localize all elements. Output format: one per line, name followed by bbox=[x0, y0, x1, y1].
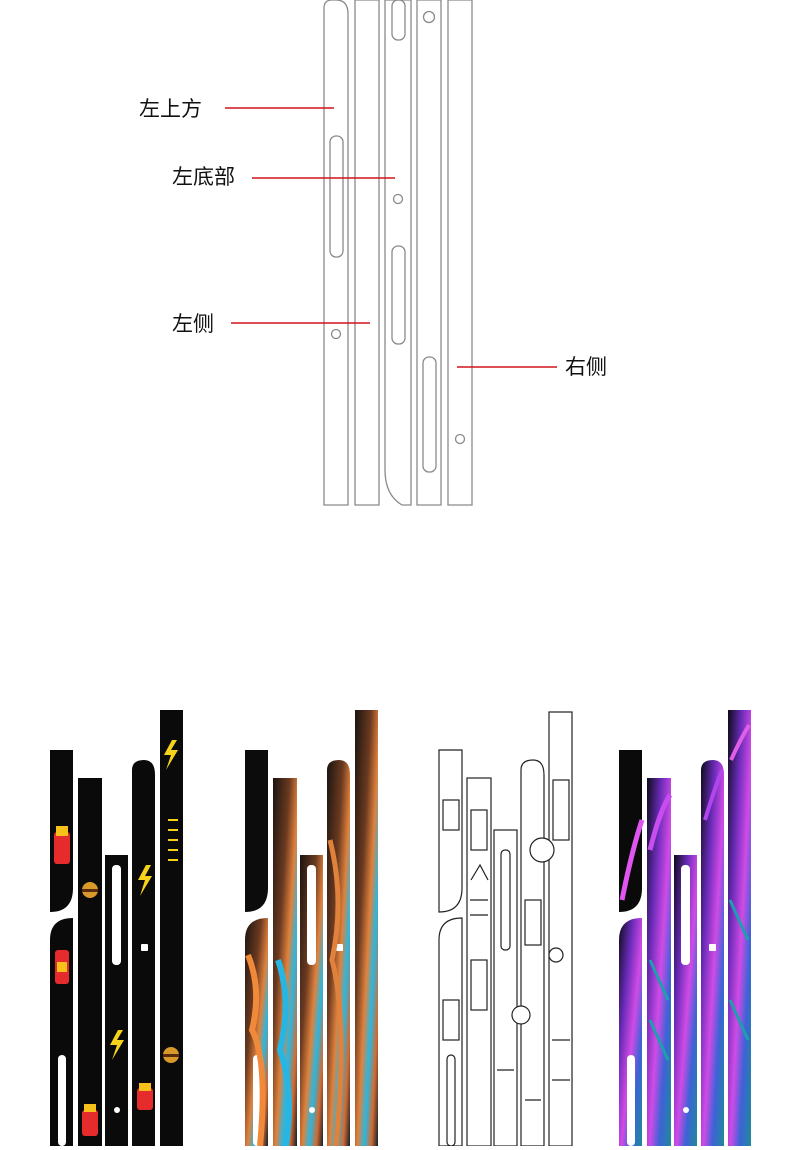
strip-left-bottom-outline bbox=[384, 0, 412, 506]
side-skin-diagram: 左上方 左底部 左侧 右侧 bbox=[0, 0, 790, 560]
strip-left-top-outline bbox=[323, 0, 349, 506]
strip-left-bottom-hole bbox=[392, 193, 404, 205]
skin-black-food-pattern bbox=[50, 710, 183, 1146]
strip-right-side-outline bbox=[447, 0, 473, 506]
strip-left-side-outline bbox=[354, 0, 380, 506]
label-left-top: 左上方 bbox=[139, 97, 202, 121]
strip-left-top-slot bbox=[329, 135, 344, 258]
strip-four-outline bbox=[416, 0, 442, 506]
strip-four-slot bbox=[422, 356, 437, 473]
strip-left-bottom-slot-top bbox=[391, 0, 406, 41]
skin-variants bbox=[0, 700, 790, 1147]
strip-outlines bbox=[225, 0, 557, 506]
skin-variants-art bbox=[50, 710, 751, 1147]
skin-neon-purple-leaves bbox=[619, 710, 751, 1146]
strip-right-side-hole bbox=[454, 433, 466, 445]
skin-sketch-machinery bbox=[438, 711, 573, 1147]
label-right-side: 右侧 bbox=[565, 355, 607, 379]
skin-orange-blue-marble bbox=[245, 710, 378, 1147]
label-left-side: 左侧 bbox=[172, 312, 214, 336]
label-left-bottom: 左底部 bbox=[172, 165, 235, 189]
strip-four-hole bbox=[422, 10, 436, 24]
strip-left-top-hole bbox=[330, 328, 342, 340]
strip-left-bottom-slot bbox=[391, 245, 406, 345]
